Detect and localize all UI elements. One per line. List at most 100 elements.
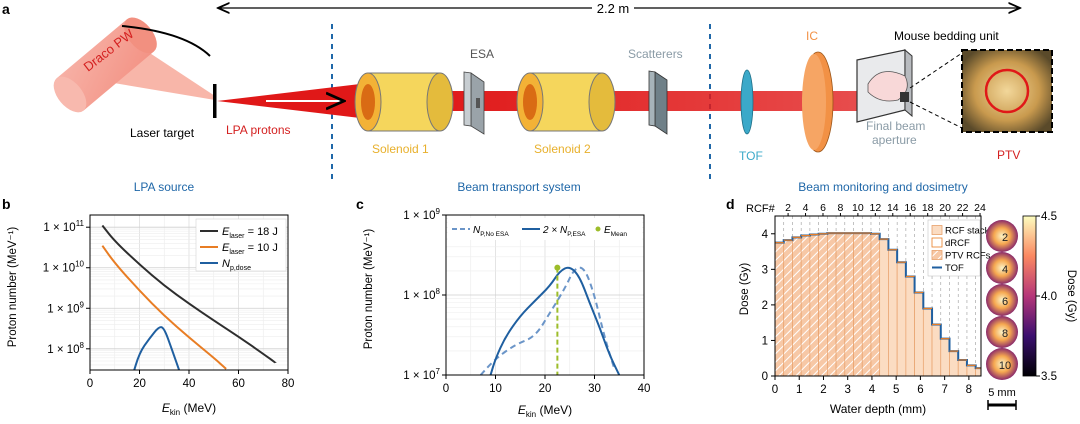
focusing-mirror-icon (121, 25, 211, 57)
section-label-transport: Beam transport system (457, 180, 580, 194)
dose-bar (905, 276, 915, 377)
dose-bar (792, 236, 802, 377)
esa-label: ESA (470, 47, 494, 61)
chart-series (479, 264, 621, 375)
colorbar-tick-label: 3.5 (1041, 371, 1057, 383)
solenoid-1-label: Solenoid 1 (372, 142, 429, 156)
legend-entry: dRCF (945, 238, 970, 249)
ionization-chamber-icon (802, 51, 834, 153)
y-tick-label: 1 × 109 (47, 300, 84, 315)
film-label: 2 (1002, 232, 1008, 244)
dose-bar (896, 261, 907, 377)
rcf-tick-label: 8 (838, 202, 844, 214)
dose-bar (835, 232, 846, 377)
legend-entry: NP,No ESA (473, 225, 509, 238)
dose-bar (922, 308, 933, 377)
colorbar-ticks: 4.54.03.5 (1036, 211, 1057, 383)
x-tick-label: 5 (893, 384, 899, 396)
dose-bar (861, 232, 872, 377)
ptv-outline (984, 68, 1030, 114)
series-line (101, 245, 227, 370)
section-label-monitoring: Beam monitoring and dosimetry (798, 180, 967, 194)
ptv-image (961, 49, 1053, 133)
tof-label: TOF (739, 149, 763, 163)
legend-swatch (595, 226, 601, 232)
rcf-tick-label: 18 (922, 202, 934, 214)
rcf-tick-label: 14 (887, 202, 899, 214)
dose-bar (809, 234, 819, 377)
y-tick-label: 1 × 1011 (43, 219, 84, 234)
y-tick-label: 1 × 109 (403, 207, 440, 222)
y-tick-label: 1 × 108 (403, 287, 440, 302)
colorbar (1022, 215, 1037, 377)
y-tick-label: 1 × 107 (403, 367, 440, 382)
film-image (986, 316, 1018, 348)
legend-entry: PTV RCFs (945, 251, 991, 262)
y-tick-labels: 1 × 109 1 × 108 1 × 107 (403, 207, 446, 382)
chart-legend: Elaser = 18 J Elaser = 10 J Np,dose (195, 218, 287, 272)
legend-swatch (931, 225, 943, 235)
dose-bar (957, 359, 968, 377)
x-tick-label: 80 (282, 378, 295, 390)
x-tick-label: 8 (966, 384, 972, 396)
film-label: 4 (1002, 264, 1008, 276)
x-tick-label: 30 (588, 383, 601, 395)
rcf-tick-label: 12 (869, 202, 881, 214)
dose-bar (826, 232, 837, 377)
film-label: 6 (1002, 296, 1008, 308)
dose-bar (966, 364, 977, 377)
x-tick-label: 3 (845, 384, 851, 396)
legend-entry: Np,dose (222, 258, 251, 272)
legend-entry: Elaser = 10 J (222, 242, 278, 256)
rcf-tick-label: 16 (904, 202, 916, 214)
rcf-tick-label: 20 (939, 202, 951, 214)
colorbar-tick-label: 4.0 (1041, 291, 1057, 303)
colorbar-label: Dose (Gy) (1065, 270, 1077, 323)
rcf-tick-label: 10 (852, 202, 864, 214)
chart-series (101, 224, 277, 370)
x-tick-label: 4 (869, 384, 876, 396)
y-tick-label: 1 (762, 335, 768, 347)
dose-bar (949, 350, 959, 377)
series-line (101, 224, 277, 364)
legend-swatch (931, 237, 943, 248)
legend-entry: RCF stack (945, 226, 990, 237)
legend-entry: EMean (604, 225, 627, 238)
laser-beam-icon (53, 17, 215, 113)
film-label: 10 (999, 360, 1011, 372)
y-axis-label: Dose (Gy) (739, 263, 751, 316)
x-tick-label: 6 (917, 384, 923, 396)
solenoid-2-icon (516, 72, 616, 132)
y-tick-label: 4 (762, 229, 769, 241)
rcf-tick-label: 24 (974, 202, 986, 214)
dose-bar (853, 232, 863, 377)
final-beam-label: Final beam (866, 119, 925, 133)
y-tick-label: 2 (762, 300, 768, 312)
solenoid-2-label: Solenoid 2 (534, 142, 591, 156)
dose-bar (818, 233, 828, 377)
x-tick-label: 60 (232, 378, 245, 390)
legend-entry: TOF (945, 263, 964, 274)
x-tick-label: 1 (796, 384, 802, 396)
rcf-tick-label: 4 (803, 202, 809, 214)
x-tick-label: 0 (772, 384, 778, 396)
laser-target-icon (213, 84, 217, 118)
y-axis-label: Proton number (MeV⁻¹) (363, 229, 375, 350)
x-axis-label: Ekin (MeV) (518, 403, 572, 419)
mean-energy-marker (554, 264, 561, 271)
mouse-bedding-icon (856, 48, 913, 123)
dose-bar (774, 242, 785, 377)
distance-label: 2.2 m (597, 1, 630, 16)
legend-entry: Elaser = 18 J (222, 226, 278, 240)
film-image (986, 220, 1018, 252)
film-image (986, 252, 1018, 284)
series-line (489, 266, 621, 375)
